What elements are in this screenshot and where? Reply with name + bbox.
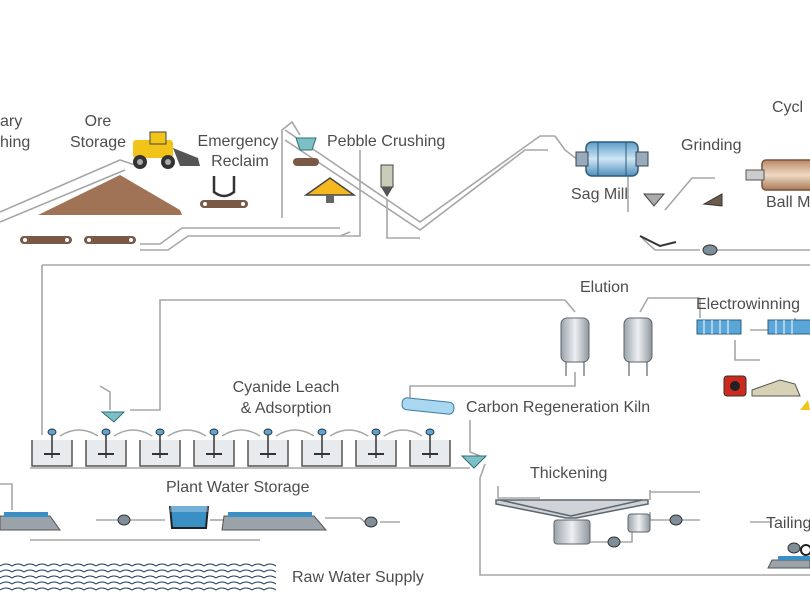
label-electrowinning: Electrowinning bbox=[696, 296, 801, 313]
label-ore-storage-2: Storage bbox=[69, 134, 127, 151]
label-thickening: Thickening bbox=[530, 465, 608, 482]
label-emergency-reclaim-2: Reclaim bbox=[211, 153, 269, 170]
label-cyanide-leach-1: Cyanide Leach bbox=[232, 379, 340, 396]
cyclone-feed-icon bbox=[639, 235, 677, 248]
ore-stockpile bbox=[38, 175, 182, 215]
plant-water-tank bbox=[169, 505, 209, 529]
electrowinning-cell-2 bbox=[767, 319, 810, 335]
label-primary-crushing-2: hing bbox=[0, 134, 31, 151]
label-cyanide-leach-2: & Adsorption bbox=[240, 400, 332, 417]
label-ore-storage-1: Ore bbox=[84, 113, 112, 130]
label-raw-water-supply: Raw Water Supply bbox=[292, 569, 424, 586]
water-pond bbox=[221, 512, 328, 531]
electrowinning-cell-1 bbox=[696, 319, 742, 335]
elution-column-2 bbox=[623, 317, 653, 376]
label-cyclones: Cycl bbox=[772, 99, 804, 116]
leach-tank bbox=[31, 428, 99, 467]
pebble-bin-icon bbox=[293, 137, 319, 166]
loader-icon bbox=[133, 131, 200, 169]
leach-tank bbox=[85, 428, 153, 467]
feed-conveyor-upper bbox=[200, 200, 248, 208]
screen-icon bbox=[642, 193, 666, 207]
raw-water-waves bbox=[0, 563, 277, 591]
leach-tanks bbox=[31, 428, 451, 467]
label-elution: Elution bbox=[580, 279, 629, 296]
water-storage-tank-left bbox=[0, 512, 61, 531]
label-pebble-crushing: Pebble Crushing bbox=[327, 133, 446, 150]
tailings-dam-icon bbox=[767, 544, 810, 569]
leach-tank bbox=[247, 428, 315, 467]
ball-mill-icon bbox=[745, 159, 810, 191]
leach-tank bbox=[139, 428, 207, 467]
feed-conveyor-lower bbox=[20, 236, 136, 244]
elution-column-1 bbox=[560, 317, 590, 376]
label-tailings: Tailing bbox=[766, 515, 810, 532]
pump-icons bbox=[117, 514, 801, 554]
label-ball-mill: Ball M bbox=[766, 194, 810, 211]
pump-icon-grinding bbox=[702, 244, 718, 256]
leach-screen-icon bbox=[100, 411, 126, 423]
label-primary-crushing-1: ary bbox=[0, 113, 23, 130]
thickener-icon bbox=[495, 499, 651, 545]
refinery-furnace-icon bbox=[723, 375, 810, 410]
tails-screen-icon bbox=[460, 455, 488, 469]
sag-mill-icon bbox=[575, 141, 649, 177]
label-plant-water-storage: Plant Water Storage bbox=[166, 479, 310, 496]
leach-tank bbox=[355, 428, 423, 467]
label-carbon-regeneration-kiln: Carbon Regeneration Kiln bbox=[466, 399, 651, 416]
reclaim-hopper bbox=[212, 176, 236, 198]
label-sag-mill: Sag Mill bbox=[571, 186, 628, 203]
grinding-ramp-icon bbox=[702, 193, 723, 207]
carbon-kiln-icon bbox=[401, 397, 455, 415]
leach-tank bbox=[409, 428, 451, 467]
leach-tank bbox=[193, 428, 261, 467]
label-grinding: Grinding bbox=[681, 137, 742, 154]
label-emergency-reclaim-1: Emergency bbox=[197, 133, 279, 150]
cone-crusher-icon bbox=[303, 177, 357, 203]
pebble-bin-icon-2 bbox=[380, 164, 394, 197]
leach-tank bbox=[301, 428, 369, 467]
